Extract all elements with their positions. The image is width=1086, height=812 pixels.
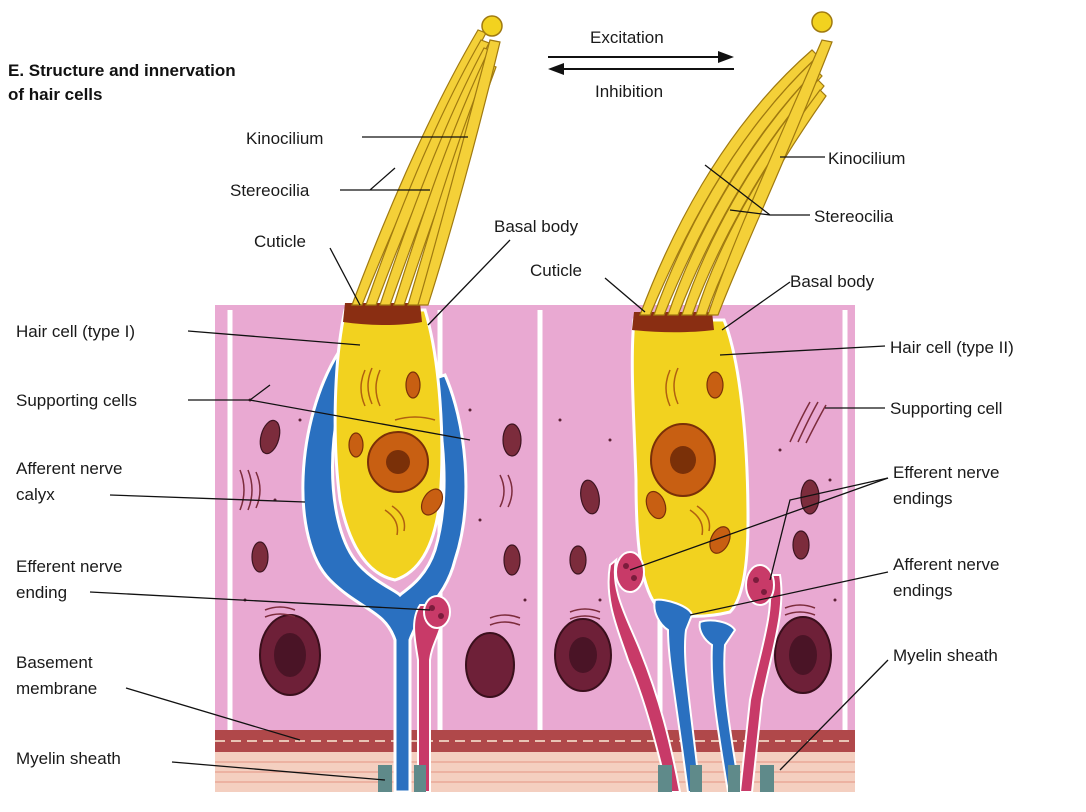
- excitation-arrowhead: [718, 51, 734, 63]
- label-basal-body-right: Basal body: [790, 272, 875, 291]
- label-kinocilium-left: Kinocilium: [246, 129, 323, 148]
- hair-cell-type-1: [301, 15, 503, 794]
- stereocilia-bundle-right: [639, 39, 833, 316]
- label-afferent-endings-line-1: Afferent nerve: [893, 555, 999, 574]
- supporting-nucleus: [465, 632, 515, 698]
- figure-title-line-2: of hair cells: [8, 85, 102, 104]
- cuticle: [343, 303, 422, 325]
- bundle-tip-right: [811, 11, 833, 33]
- stereocilia-bundle-left: [351, 29, 501, 306]
- label-hair-cell-type-2: Hair cell (type II): [890, 338, 1014, 357]
- label-efferent-ending-line-1: Efferent nerve: [16, 557, 122, 576]
- kinocilium-right: [707, 39, 833, 316]
- myelin-sheath-left: [378, 765, 426, 792]
- label-hair-cell-type-1: Hair cell (type I): [16, 322, 135, 341]
- label-supporting-cells: Supporting cells: [16, 391, 137, 410]
- kinocilium-left: [417, 39, 501, 306]
- label-basement-line-2: membrane: [16, 679, 97, 698]
- inhibition-arrowhead: [548, 63, 564, 75]
- cuticle: [632, 312, 714, 333]
- figure-title-line-1: E. Structure and innervation: [8, 61, 236, 80]
- label-efferent-endings-line-1: Efferent nerve: [893, 463, 999, 482]
- label-supporting-cell: Supporting cell: [890, 399, 1002, 418]
- inhibition-label: Inhibition: [595, 82, 663, 101]
- label-kinocilium-right: Kinocilium: [828, 149, 905, 168]
- afferent-nerve-calyx: [301, 347, 468, 794]
- bundle-tip-left: [481, 15, 503, 37]
- label-cuticle-left: Cuticle: [254, 232, 306, 251]
- label-afferent-calyx-line-2: calyx: [16, 485, 55, 504]
- supporting-cell-organelles: [239, 398, 837, 698]
- right-leader-lines: [604, 156, 889, 771]
- label-stereocilia-left: Stereocilia: [230, 181, 310, 200]
- efferent-nerve-ending: [738, 574, 783, 793]
- label-cuticle-right: Cuticle: [530, 261, 582, 280]
- label-basement-line-1: Basement: [16, 653, 93, 672]
- label-afferent-calyx-line-1: Afferent nerve: [16, 459, 122, 478]
- myelin-sheath-right: [658, 765, 774, 792]
- label-basal-body-left: Basal body: [494, 217, 579, 236]
- label-myelin-right: Myelin sheath: [893, 646, 998, 665]
- label-myelin-left: Myelin sheath: [16, 749, 121, 768]
- left-labels: Kinocilium Stereocilia Cuticle Basal bod…: [16, 129, 579, 768]
- left-leader-lines: [89, 136, 511, 781]
- hair-cell-type-2: [607, 11, 833, 793]
- label-stereocilia-right: Stereocilia: [814, 207, 894, 226]
- label-efferent-ending-line-2: ending: [16, 583, 67, 602]
- excitation-label: Excitation: [590, 28, 664, 47]
- right-labels: Kinocilium Stereocilia Cuticle Basal bod…: [530, 149, 1014, 665]
- label-afferent-endings-line-2: endings: [893, 581, 953, 600]
- label-efferent-endings-line-2: endings: [893, 489, 953, 508]
- direction-arrows: Excitation Inhibition: [548, 28, 734, 101]
